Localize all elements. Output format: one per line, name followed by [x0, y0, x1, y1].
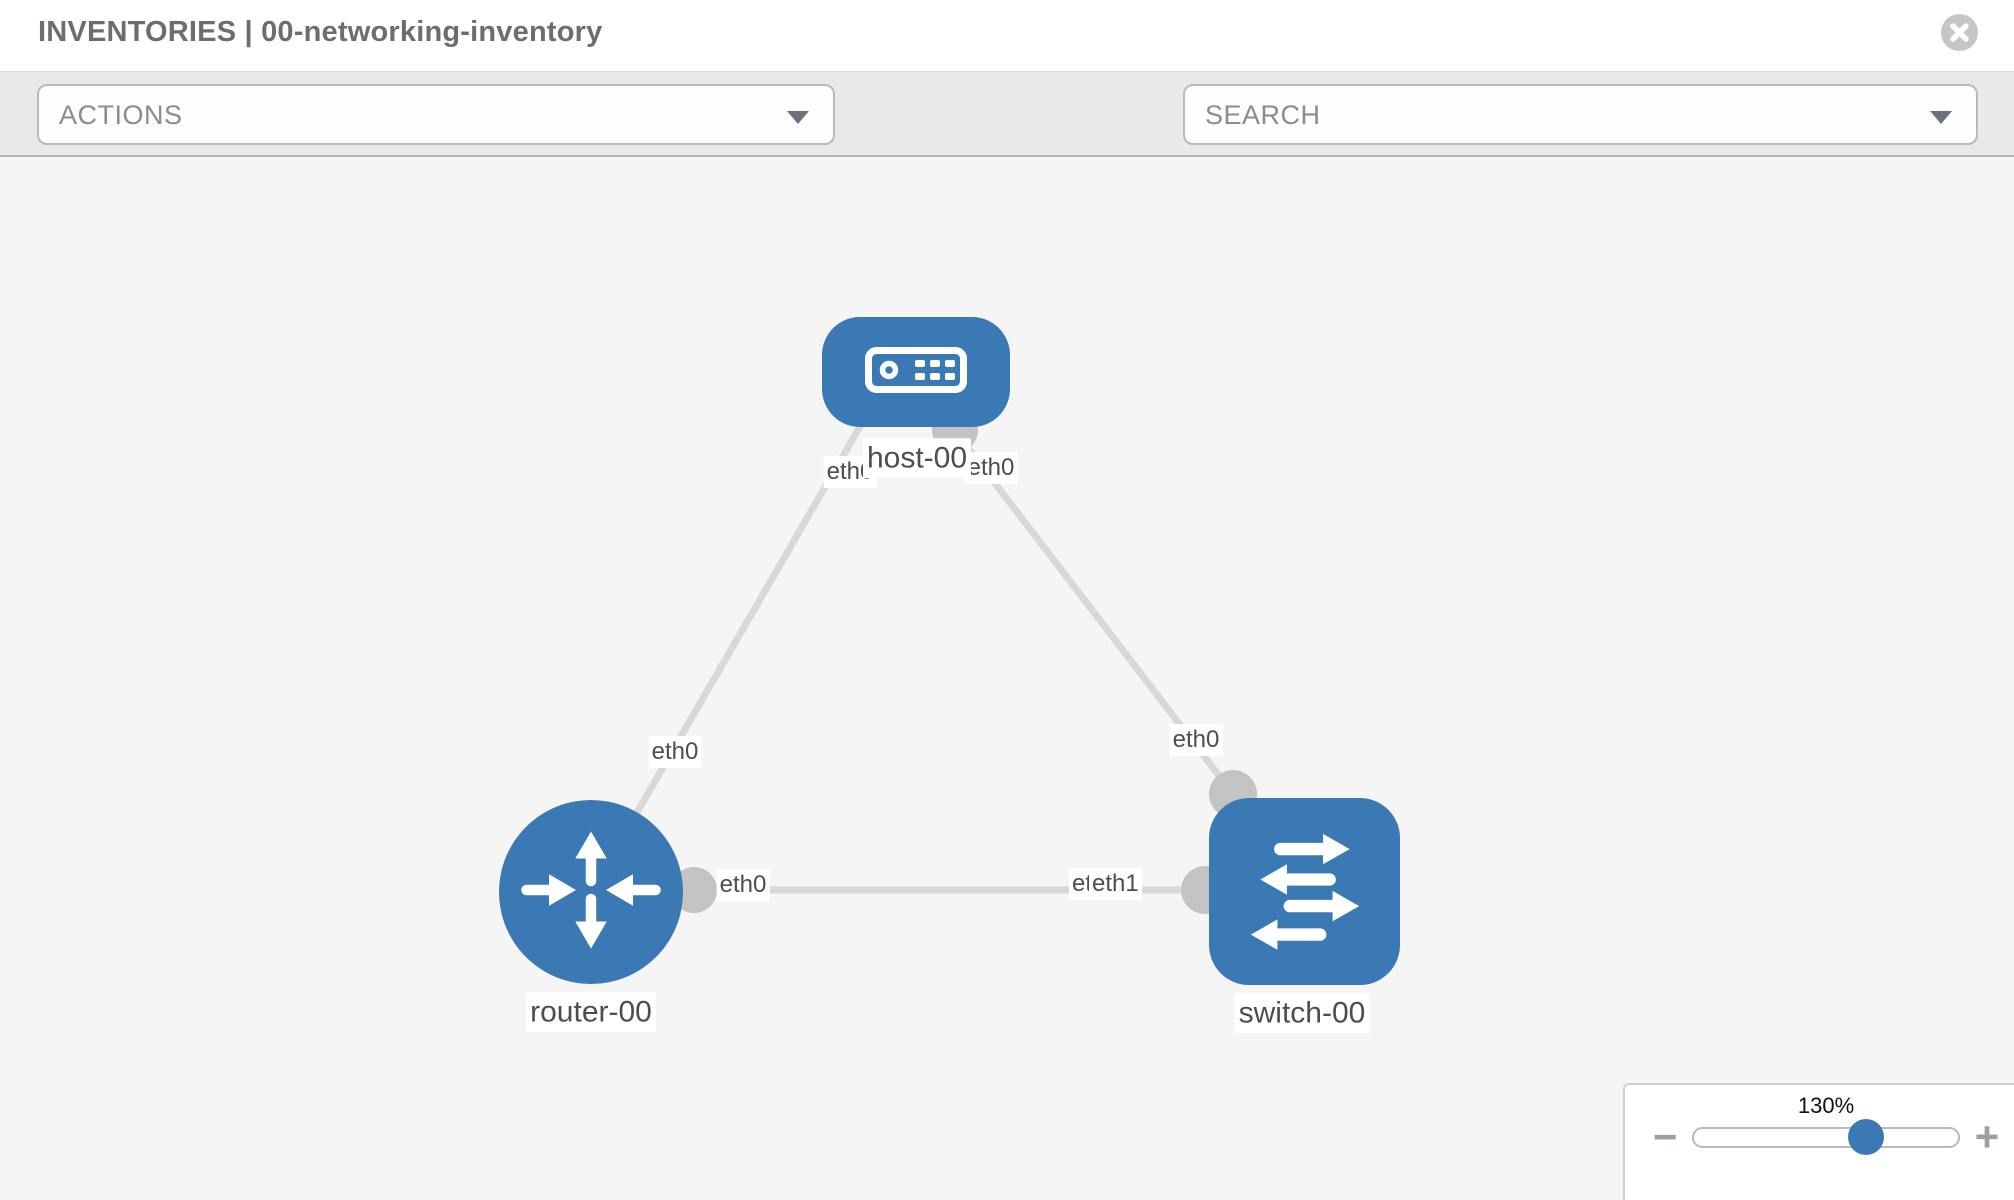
- node-switch-00[interactable]: [1209, 798, 1400, 985]
- node-label-switch-00: switch-00: [1234, 993, 1370, 1033]
- page-title: INVENTORIES | 00-networking-inventory: [38, 16, 603, 48]
- switch-arrows-icon: [1229, 813, 1381, 970]
- router-arrows-icon: [516, 815, 666, 970]
- node-label-host-00: host-00: [862, 438, 972, 478]
- chevron-down-icon: [1930, 111, 1952, 124]
- actions-dropdown-label: ACTIONS: [59, 100, 183, 130]
- iface-label-switch-to-host: eth0: [1169, 724, 1223, 756]
- chevron-down-icon: [787, 111, 809, 124]
- header: INVENTORIES | 00-networking-inventory: [0, 0, 2014, 72]
- iface-label-router-to-host: eth0: [648, 736, 702, 768]
- zoom-in-button[interactable]: +: [1974, 1113, 2000, 1160]
- iface-label-switch-eth1: eth1: [1089, 868, 1142, 900]
- host-device-icon: [864, 346, 968, 399]
- topology-canvas[interactable]: eth0 eth0 eth0 eth0 eth0 eth0 eth1 host-…: [0, 157, 2014, 1200]
- node-label-router-00: router-00: [526, 992, 656, 1032]
- close-button[interactable]: [1941, 14, 1978, 51]
- iface-label-host-to-switch: eth0: [964, 452, 1018, 484]
- topology-links-layer: [587, 407, 1257, 914]
- zoom-slider-handle[interactable]: [1848, 1119, 1884, 1155]
- iface-label-router-to-switch: eth0: [716, 869, 770, 901]
- node-host-00[interactable]: [822, 317, 1010, 427]
- actions-dropdown[interactable]: ACTIONS: [37, 84, 835, 145]
- search-dropdown-label: SEARCH: [1205, 100, 1321, 130]
- zoom-panel: 130% − +: [1623, 1083, 2014, 1200]
- toolbar: ACTIONS SEARCH: [0, 72, 2014, 206]
- node-router-00[interactable]: [499, 800, 683, 984]
- zoom-slider-track[interactable]: [1692, 1119, 1960, 1155]
- search-dropdown[interactable]: SEARCH: [1183, 84, 1978, 145]
- zoom-out-button[interactable]: −: [1652, 1113, 1678, 1160]
- zoom-level: 130%: [1797, 1093, 1855, 1118]
